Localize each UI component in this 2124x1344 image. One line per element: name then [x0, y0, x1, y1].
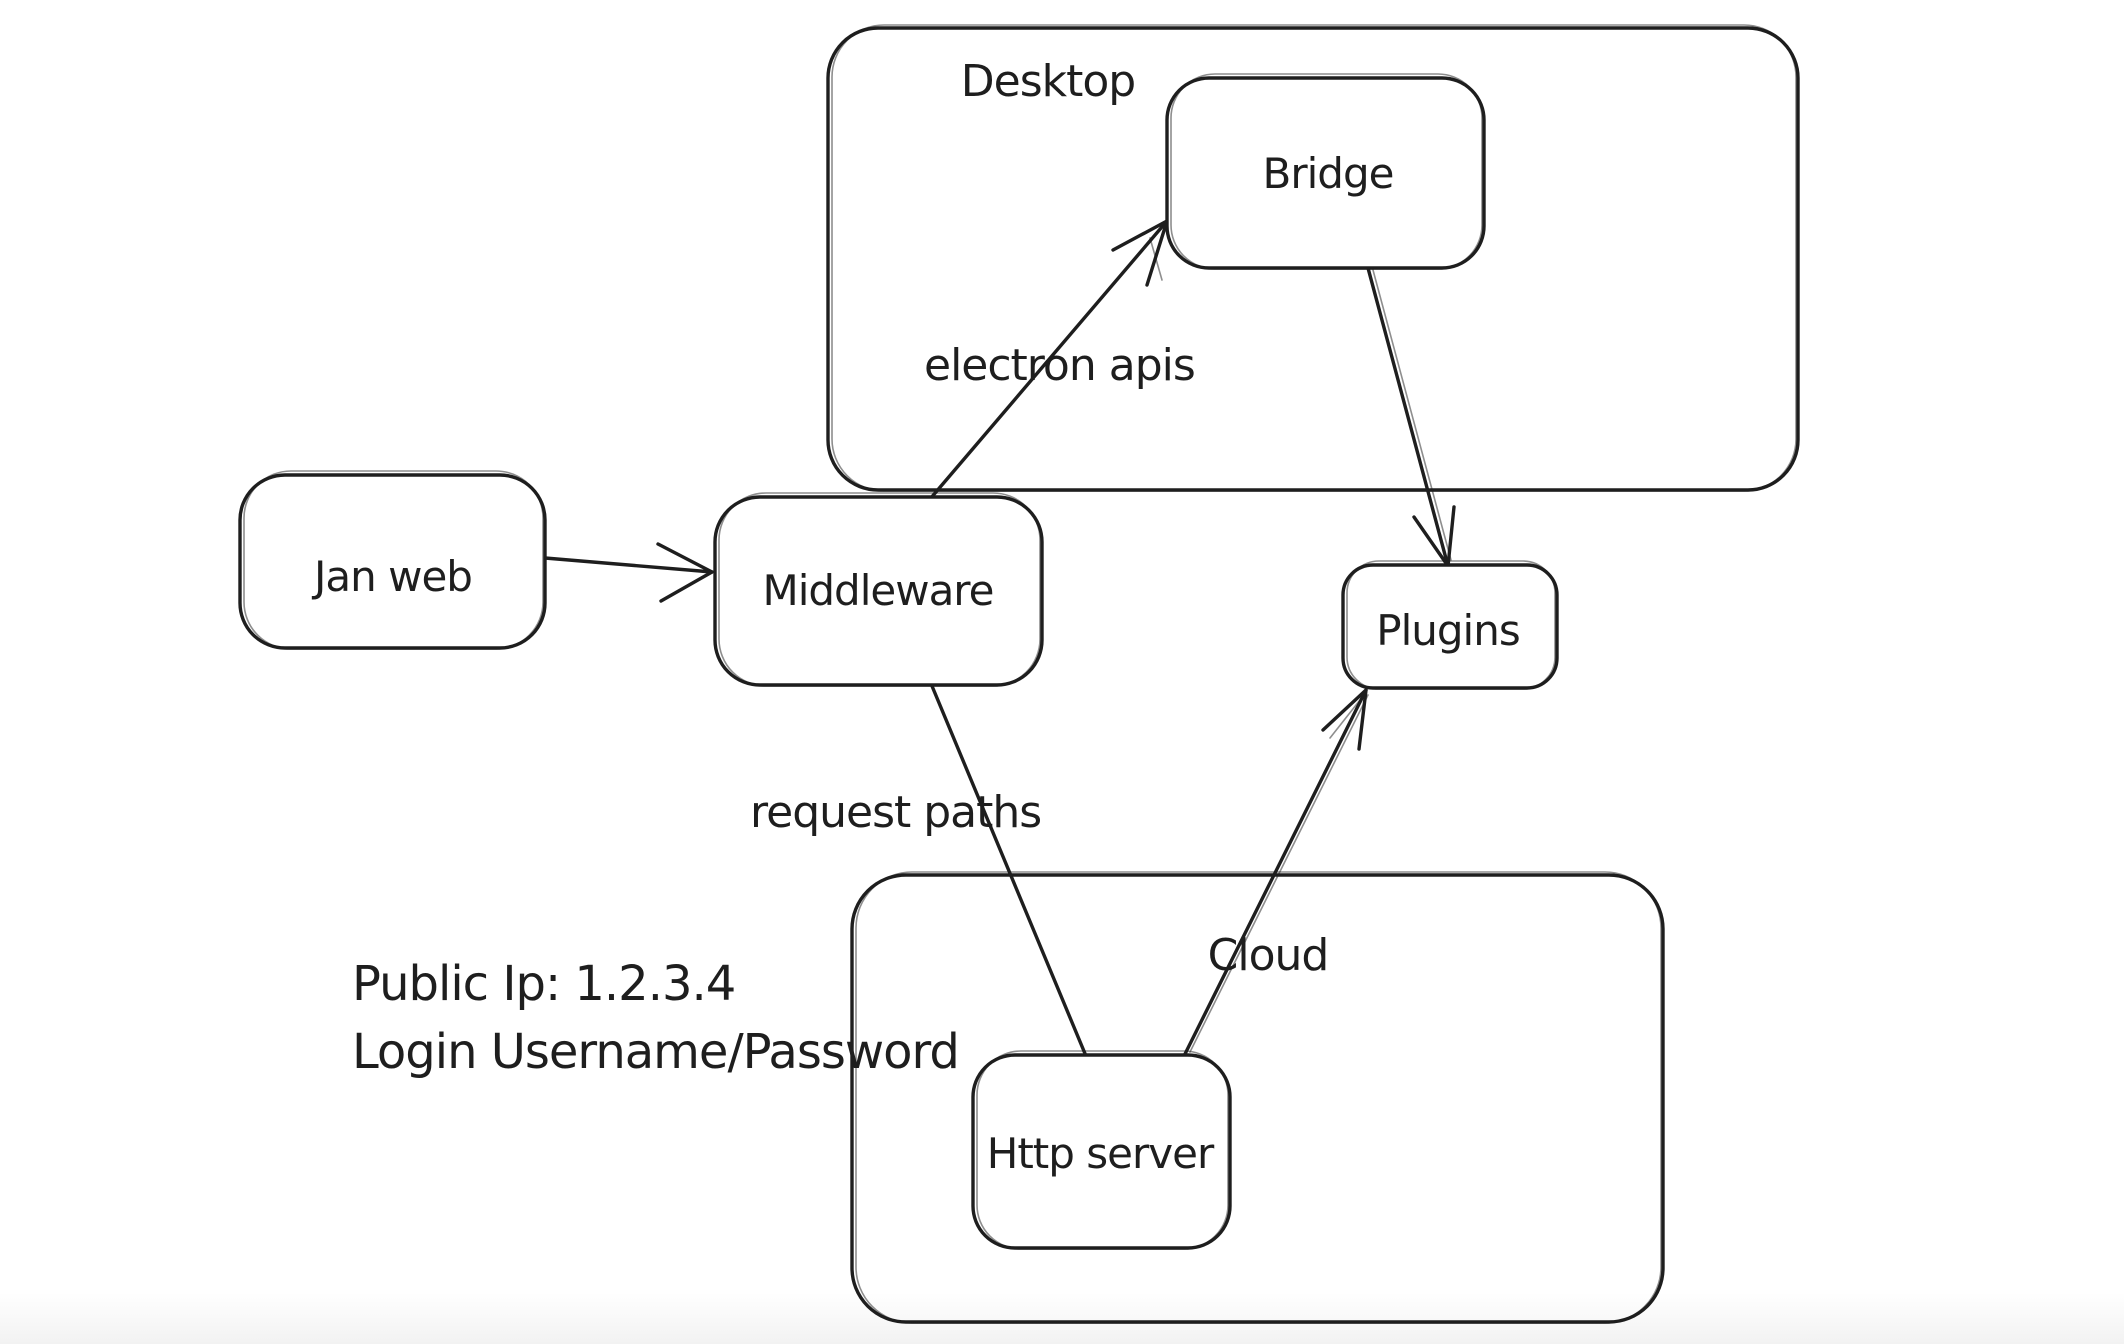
- plugins-label[interactable]: Plugins: [1376, 606, 1520, 655]
- edge-janweb-to-middleware[interactable]: [543, 542, 714, 603]
- edge-httpserver-to-plugins[interactable]: [1183, 688, 1369, 1056]
- jan-web-box-sketch-pass: [243, 470, 544, 650]
- edge-bridge-plugins-line[interactable]: [1366, 266, 1450, 568]
- jan-web-label[interactable]: Jan web: [311, 552, 473, 601]
- edge-httpserver-plugins-sketch-pass: [1189, 694, 1369, 1053]
- middleware-label[interactable]: Middleware: [762, 566, 994, 615]
- edge-middleware-bridge-line[interactable]: [928, 219, 1169, 501]
- annotation-public-ip[interactable]: Public Ip: 1.2.3.4: [352, 956, 736, 1012]
- http-server-label[interactable]: Http server: [987, 1129, 1216, 1178]
- arrowhead-middleware: [656, 542, 714, 603]
- cloud-box-sketch-pass: [855, 871, 1662, 1324]
- edge-middleware-to-httpserver[interactable]: [930, 684, 1088, 1058]
- node-jan-web[interactable]: Jan web: [238, 470, 547, 650]
- plugins-box[interactable]: [1341, 563, 1559, 690]
- edge-label-request-paths[interactable]: request paths: [750, 787, 1042, 838]
- annotation-login[interactable]: Login Username/Password: [352, 1024, 960, 1080]
- bridge-box-sketch-pass: [1170, 73, 1483, 270]
- node-bridge[interactable]: Bridge: [1165, 73, 1486, 270]
- edge-janweb-middleware-line[interactable]: [543, 556, 714, 574]
- arrowhead-bridge-sketch-pass: [1149, 237, 1163, 281]
- node-middleware[interactable]: Middleware: [713, 492, 1044, 687]
- plugins-box-sketch-pass: [1346, 560, 1556, 690]
- edge-middleware-httpserver-line[interactable]: [930, 684, 1088, 1058]
- edge-httpserver-plugins-line[interactable]: [1183, 688, 1368, 1056]
- cloud-label[interactable]: Cloud: [1208, 930, 1330, 981]
- arrowhead-plugins-bottom-sketch-pass: [1329, 699, 1361, 739]
- edge-bridge-plugins-sketch-pass: [1372, 269, 1452, 561]
- middleware-box[interactable]: [713, 495, 1044, 687]
- bridge-box[interactable]: [1165, 76, 1486, 270]
- jan-web-box[interactable]: [238, 473, 547, 650]
- http-server-box-sketch-pass: [976, 1050, 1229, 1250]
- http-server-box[interactable]: [971, 1053, 1232, 1250]
- desktop-label[interactable]: Desktop: [961, 56, 1136, 107]
- middleware-box-sketch-pass: [718, 492, 1041, 687]
- arrowhead-plugins-bottom: [1321, 688, 1368, 751]
- desktop-box-sketch-pass: [831, 24, 1797, 492]
- bridge-label[interactable]: Bridge: [1263, 149, 1395, 198]
- node-plugins[interactable]: Plugins: [1341, 560, 1559, 690]
- node-http-server[interactable]: Http server: [971, 1050, 1232, 1250]
